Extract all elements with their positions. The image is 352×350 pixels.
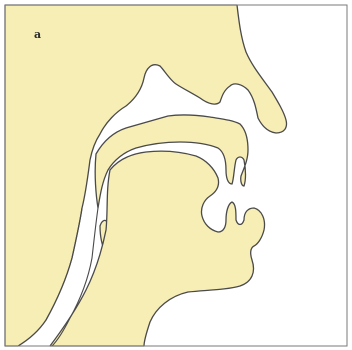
panel-label: a — [34, 29, 41, 40]
